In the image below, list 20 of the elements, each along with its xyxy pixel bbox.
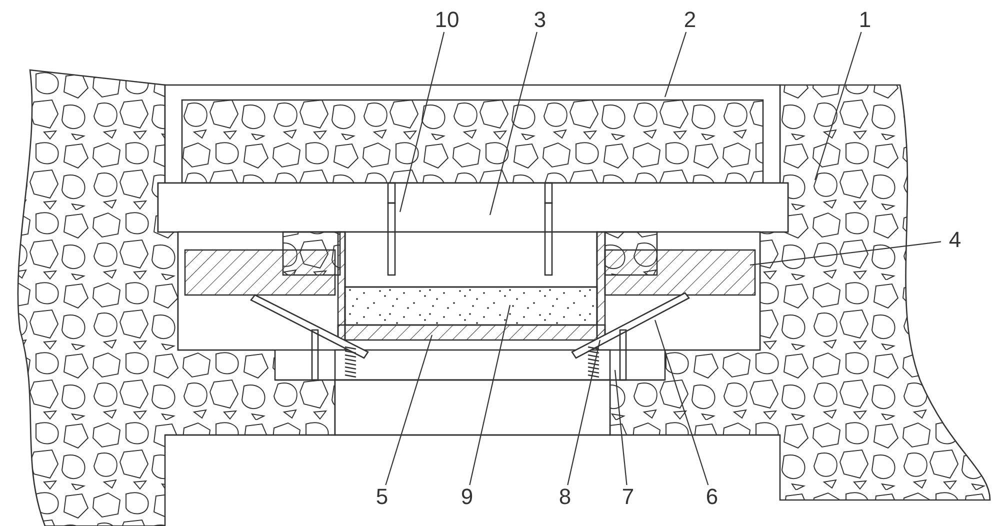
leader-line xyxy=(489,32,538,216)
leader-line xyxy=(399,32,445,212)
leader-line xyxy=(654,320,709,486)
callout-number: 8 xyxy=(551,485,579,509)
callout-number: 6 xyxy=(698,485,726,509)
leader-line xyxy=(664,32,687,98)
leader-line xyxy=(750,241,942,266)
callout-number: 4 xyxy=(941,228,969,252)
callout-number: 9 xyxy=(453,485,481,509)
callout-number: 2 xyxy=(676,8,704,32)
leader-line xyxy=(385,334,433,486)
callout-number: 5 xyxy=(368,485,396,509)
callout-number: 10 xyxy=(433,8,461,32)
callout-number: 7 xyxy=(614,485,642,509)
leader-line xyxy=(469,304,511,486)
leader-line xyxy=(814,32,862,180)
callout-number: 3 xyxy=(526,8,554,32)
leader-line xyxy=(614,370,628,486)
callout-number: 1 xyxy=(851,8,879,32)
leader-line xyxy=(567,340,601,486)
